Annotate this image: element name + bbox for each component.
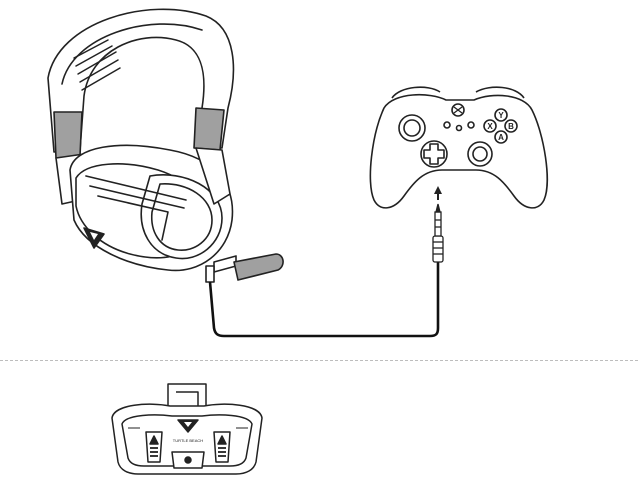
3.5mm-jack-icon — [432, 203, 444, 263]
audio-cable — [208, 262, 440, 338]
gaming-headset-icon — [47, 8, 284, 283]
button-b-label: B — [508, 122, 514, 131]
button-a-label: A — [498, 133, 504, 142]
button-y-label: Y — [498, 111, 504, 120]
insert-arrow-icon — [434, 186, 442, 200]
adapter-brand-text: TURTLE BEACH — [173, 438, 203, 443]
headset-audio-controller-icon — [111, 383, 263, 475]
section-divider — [0, 360, 638, 361]
controller-face-button-labels: Y B X A — [487, 111, 514, 142]
button-x-label: X — [487, 122, 493, 131]
xbox-controller-icon — [369, 86, 549, 209]
